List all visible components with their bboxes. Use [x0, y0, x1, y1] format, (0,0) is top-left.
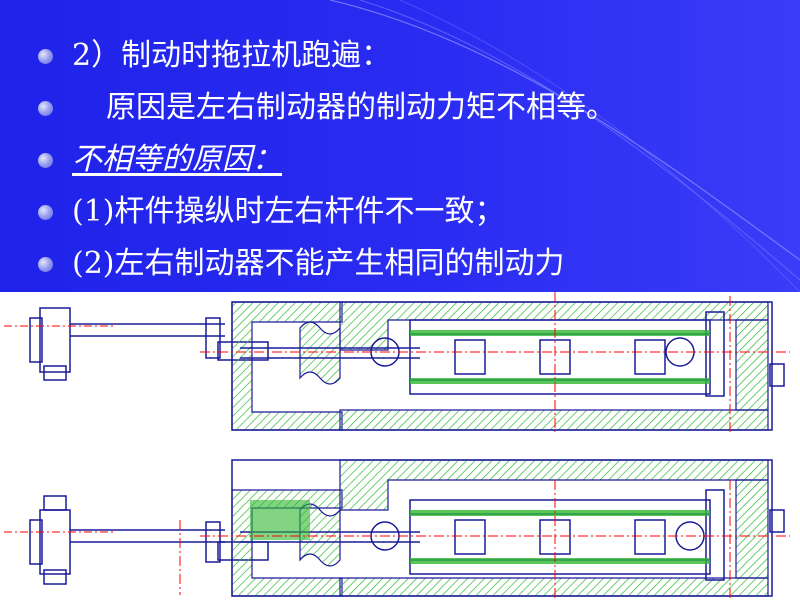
- bullet-list: 2）制动时拖拉机跑遍： 原因是左右制动器的制动力矩不相等。 不相等的原因： (1…: [38, 30, 778, 290]
- bullet-item: 不相等的原因：: [38, 134, 778, 186]
- bullet-text: 不相等的原因：: [72, 142, 282, 177]
- bullet-dot-icon: [38, 101, 53, 116]
- lower-brake-assembly: [4, 459, 790, 600]
- bullet-item: 原因是左右制动器的制动力矩不相等。: [38, 82, 778, 134]
- bullet-text: 2）制动时拖拉机跑遍：: [72, 38, 392, 73]
- bullet-text: (2)左右制动器不能产生相同的制动力: [72, 246, 565, 281]
- bullet-dot-icon: [38, 49, 53, 64]
- bullet-dot-icon: [38, 257, 53, 272]
- decorative-sweep-lines: [329, 0, 800, 292]
- bullet-text: (1)杆件操纵时左右杆件不一致；: [72, 194, 505, 229]
- bullet-item: (2)左右制动器不能产生相同的制动力: [38, 238, 778, 290]
- bullet-dot-icon: [38, 153, 53, 168]
- slide-header-area: 2）制动时拖拉机跑遍： 原因是左右制动器的制动力矩不相等。 不相等的原因： (1…: [0, 0, 800, 292]
- brake-mechanism-drawing: [4, 292, 790, 600]
- upper-brake-assembly: [4, 292, 790, 432]
- bullet-text: 原因是左右制动器的制动力矩不相等。: [106, 90, 616, 125]
- bullet-item: 2）制动时拖拉机跑遍：: [38, 30, 778, 82]
- bullet-dot-icon: [38, 205, 53, 220]
- bullet-item: (1)杆件操纵时左右杆件不一致；: [38, 186, 778, 238]
